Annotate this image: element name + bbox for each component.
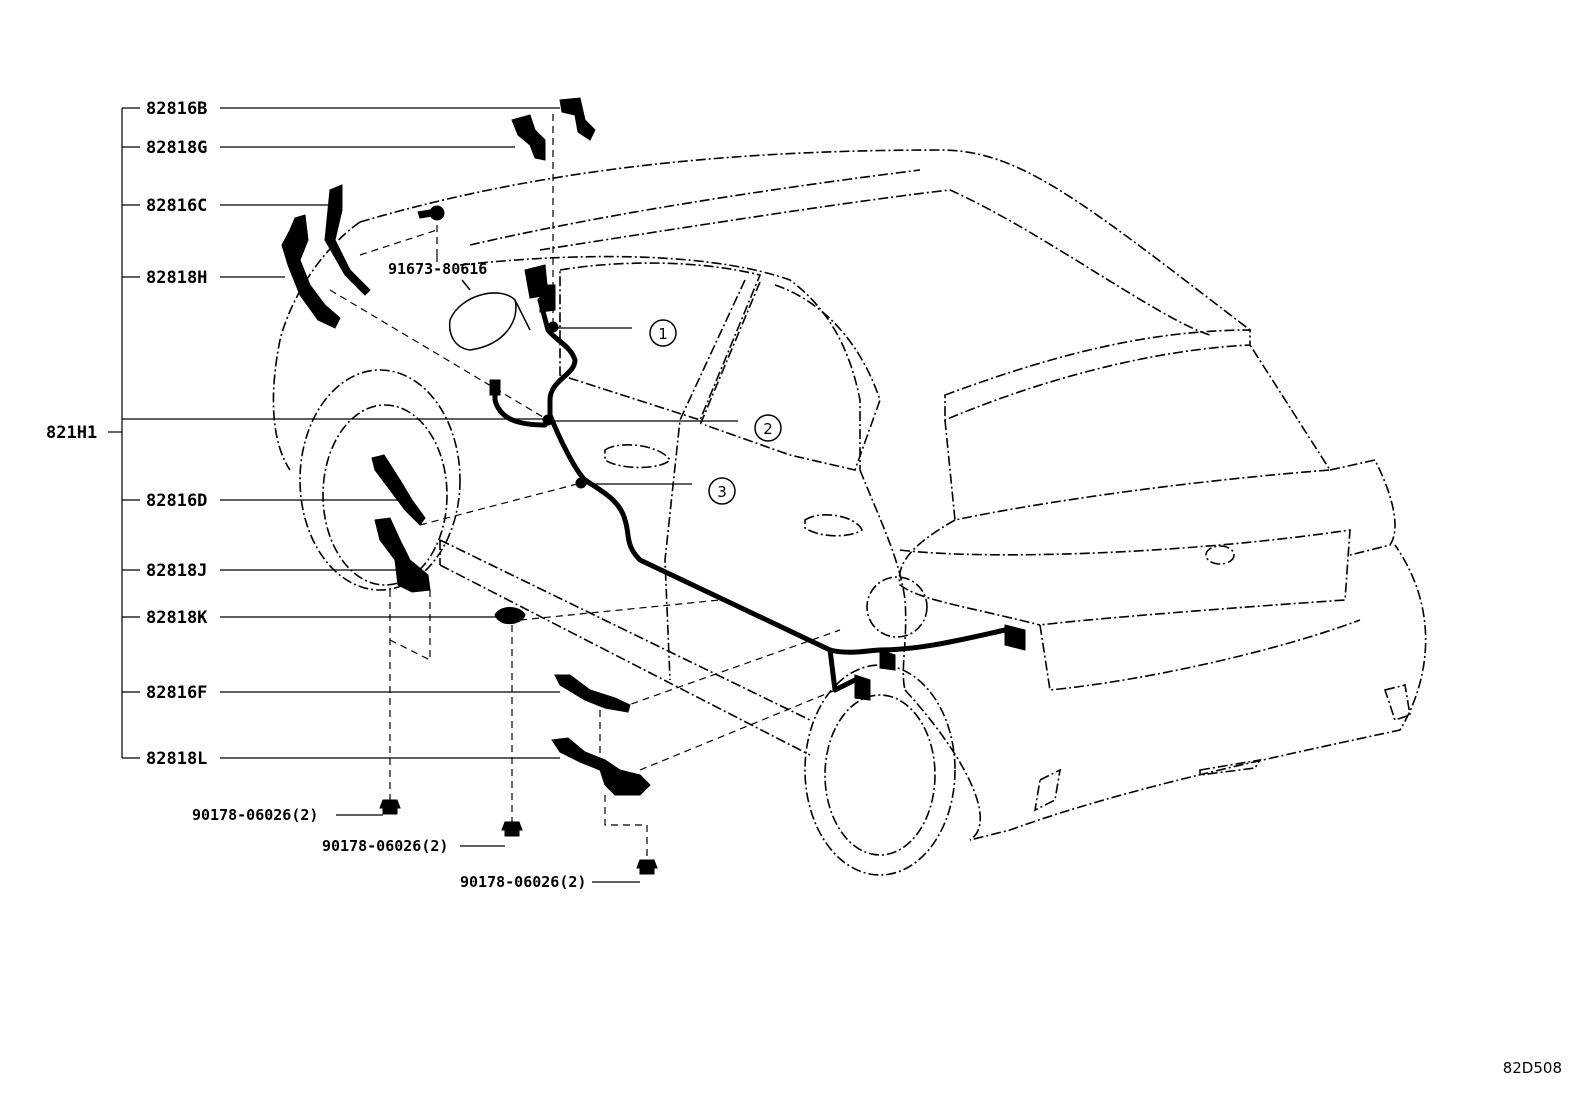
- callouts: 1 2 3: [649, 319, 782, 505]
- label-82818K: 82818K: [146, 608, 208, 628]
- reference-code: 82D508: [1503, 1059, 1562, 1077]
- callout-3: 3: [717, 483, 727, 501]
- leader-lines: [108, 107, 738, 883]
- label-82816F: 82816F: [146, 683, 207, 703]
- label-82816C: 82816C: [146, 196, 207, 216]
- label-82816D: 82816D: [146, 491, 207, 511]
- label-nut-1: 90178-06026(2): [192, 806, 318, 824]
- part-labels: 82816B 82818G 82816C 82818H 821H1 82816D…: [46, 99, 586, 891]
- label-82818G: 82818G: [146, 138, 207, 158]
- car-body-outline: [272, 149, 1427, 876]
- main-harness: [489, 264, 1026, 701]
- label-82816B: 82816B: [146, 99, 207, 119]
- label-nut-3: 90178-06026(2): [460, 873, 586, 891]
- protector-parts: [281, 97, 658, 875]
- callout-1: 1: [658, 325, 668, 343]
- label-82818J: 82818J: [146, 561, 207, 581]
- callout-2: 2: [763, 420, 773, 438]
- label-82818L: 82818L: [146, 749, 207, 769]
- label-821H1: 821H1: [46, 423, 97, 443]
- label-82818H: 82818H: [146, 268, 207, 288]
- label-nut-2: 90178-06026(2): [322, 837, 448, 855]
- assembly-lines: [329, 110, 861, 860]
- label-bolt-91673-80616: 91673-80616: [388, 260, 487, 278]
